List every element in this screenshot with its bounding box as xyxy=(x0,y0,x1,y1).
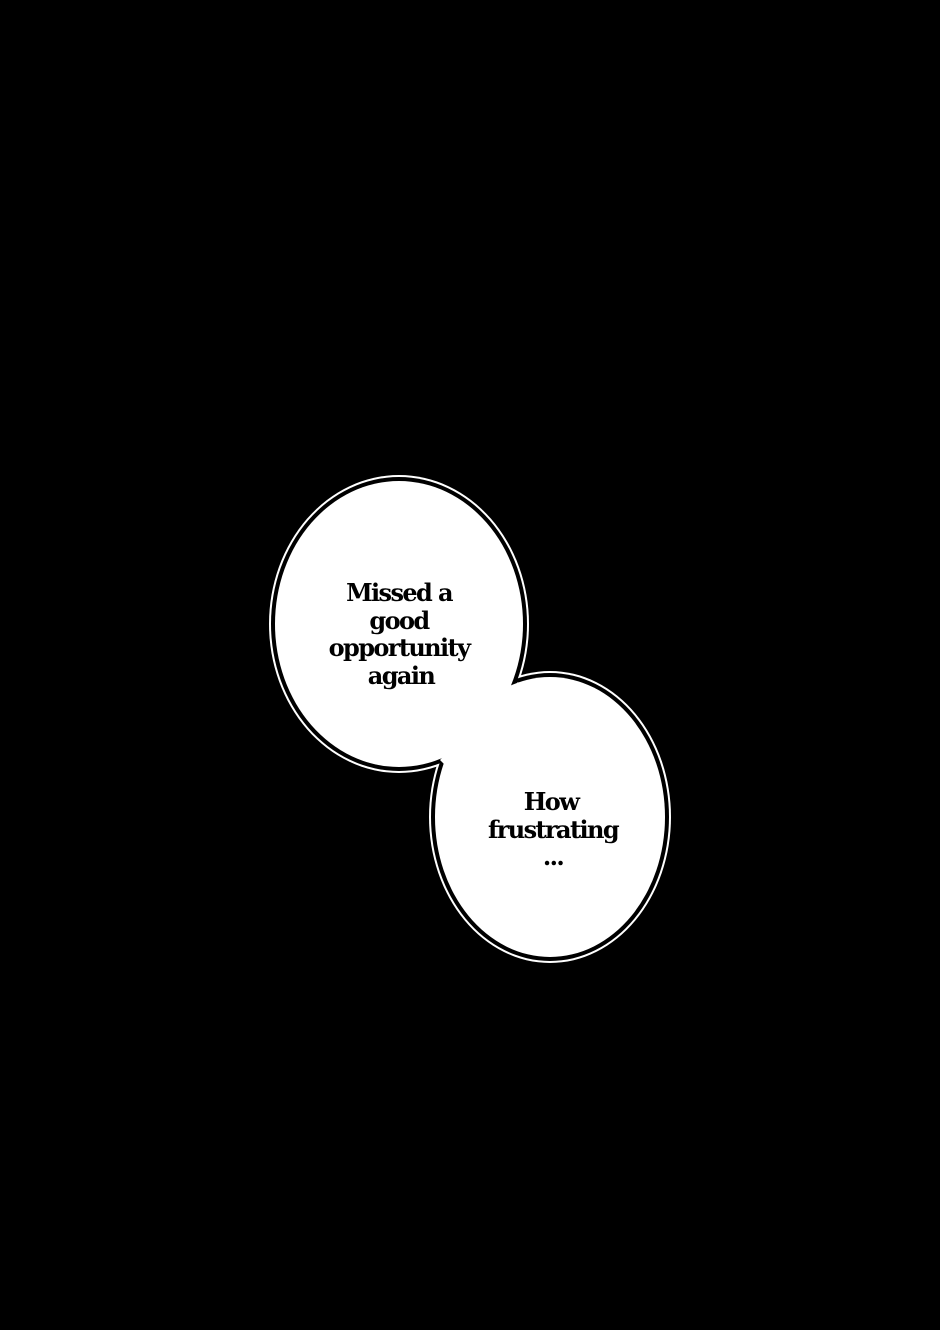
bubble-line: again xyxy=(368,661,436,690)
bubble-1-text: Missed a good opportunity again xyxy=(329,578,474,690)
bubble-line: How xyxy=(524,787,581,816)
speech-bubble-1 xyxy=(275,481,523,767)
bubble-line: ... xyxy=(543,842,564,871)
speech-bubbles xyxy=(269,475,671,963)
bubble-line: frustrating xyxy=(488,815,620,844)
bubble-line: opportunity xyxy=(329,633,472,662)
speech-bubble-2 xyxy=(435,677,665,957)
bubble-2-text: How frustrating ... xyxy=(488,787,621,871)
bubble-line: good xyxy=(369,606,430,635)
bubble-line: Missed a xyxy=(346,578,453,607)
